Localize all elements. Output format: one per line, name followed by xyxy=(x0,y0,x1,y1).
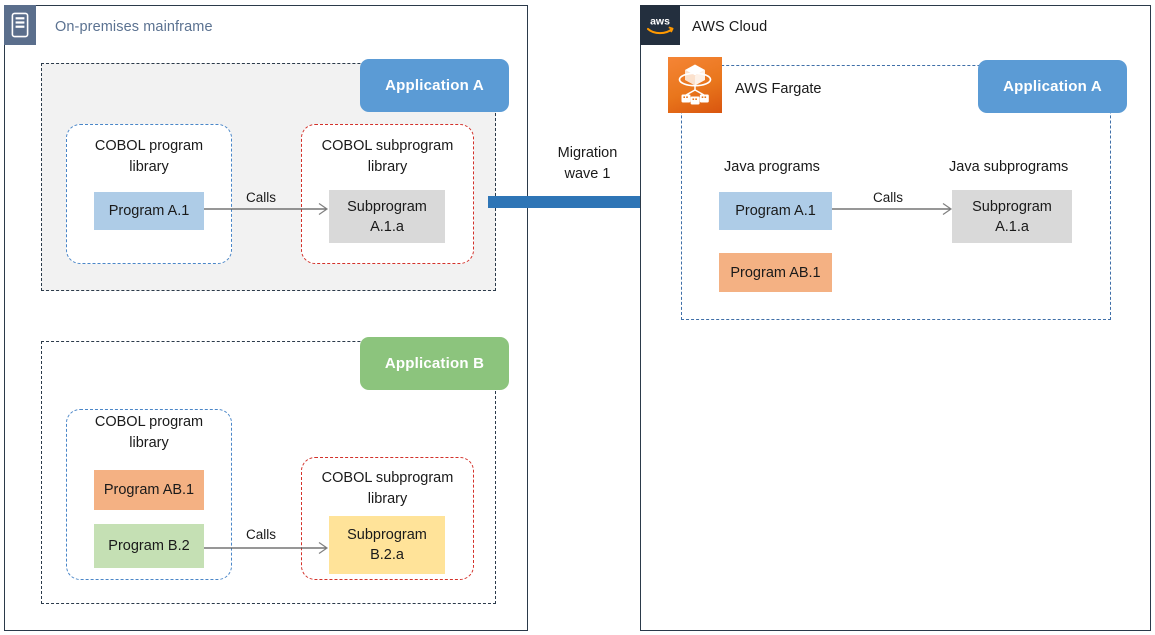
mainframe-icon xyxy=(4,5,36,45)
lib-title-line1: COBOL subprogram xyxy=(321,470,454,486)
lib-title-line2: library xyxy=(129,159,169,175)
svg-text:aws: aws xyxy=(650,16,670,28)
calls-label-aws: Calls xyxy=(873,190,904,205)
block-program-ab1[interactable]: Program AB.1 xyxy=(94,470,204,510)
lib-title-line1: COBOL program xyxy=(94,414,204,430)
aws-cloud-title: AWS Cloud xyxy=(692,19,768,35)
block-java-program-a1[interactable]: Program A.1 xyxy=(719,192,832,230)
aws-fargate-icon xyxy=(668,57,722,113)
badge-application-a-onprem: Application A xyxy=(360,59,509,112)
block-subprogram-b2a[interactable]: Subprogram B.2.a xyxy=(329,516,445,574)
calls-label-app-b: Calls xyxy=(246,527,277,542)
migration-wave-label: Migration wave 1 xyxy=(530,143,645,185)
block-line1: Subprogram xyxy=(347,527,427,543)
java-programs-label: Java programs xyxy=(724,159,820,175)
cobol-program-library-a-title: COBOL program library xyxy=(66,136,232,178)
cobol-program-library-b-title: COBOL program library xyxy=(66,412,232,454)
java-subprograms-label: Java subprograms xyxy=(949,159,1069,175)
migration-label-line1: Migration xyxy=(557,145,618,161)
lib-title-line1: COBOL program xyxy=(94,138,204,154)
block-line2: A.1.a xyxy=(995,218,1029,235)
block-java-subprogram-a1a[interactable]: Subprogram A.1.a xyxy=(952,190,1072,243)
block-line1: Subprogram xyxy=(972,198,1052,215)
on-premises-title: On-premises mainframe xyxy=(55,19,213,35)
block-line2: B.2.a xyxy=(370,547,404,563)
block-program-b2[interactable]: Program B.2 xyxy=(94,524,204,568)
block-line1: Subprogram xyxy=(347,198,427,215)
block-program-a1[interactable]: Program A.1 xyxy=(94,192,204,230)
calls-label-app-a: Calls xyxy=(246,190,277,205)
calls-arrow-app-a xyxy=(204,203,329,215)
aws-logo-icon: aws xyxy=(640,5,680,45)
migration-label-line2: wave 1 xyxy=(564,166,611,182)
aws-fargate-label: AWS Fargate xyxy=(735,81,822,97)
badge-application-a-aws: Application A xyxy=(978,60,1127,113)
block-subprogram-a1a[interactable]: Subprogram A.1.a xyxy=(329,190,445,243)
lib-title-line2: library xyxy=(129,435,169,451)
migration-wave-arrow xyxy=(488,187,684,217)
badge-application-b: Application B xyxy=(360,337,509,390)
lib-title-line2: library xyxy=(367,159,408,175)
block-java-program-ab1[interactable]: Program AB.1 xyxy=(719,253,832,292)
calls-arrow-aws xyxy=(832,203,953,215)
lib-title-line1: COBOL subprogram xyxy=(321,138,454,154)
cobol-subprogram-library-b-title: COBOL subprogram library xyxy=(299,468,476,510)
lib-title-line2: library xyxy=(367,491,408,507)
cobol-subprogram-library-a-title: COBOL subprogram library xyxy=(299,136,476,178)
block-line2: A.1.a xyxy=(370,218,404,235)
calls-arrow-app-b xyxy=(204,542,329,554)
